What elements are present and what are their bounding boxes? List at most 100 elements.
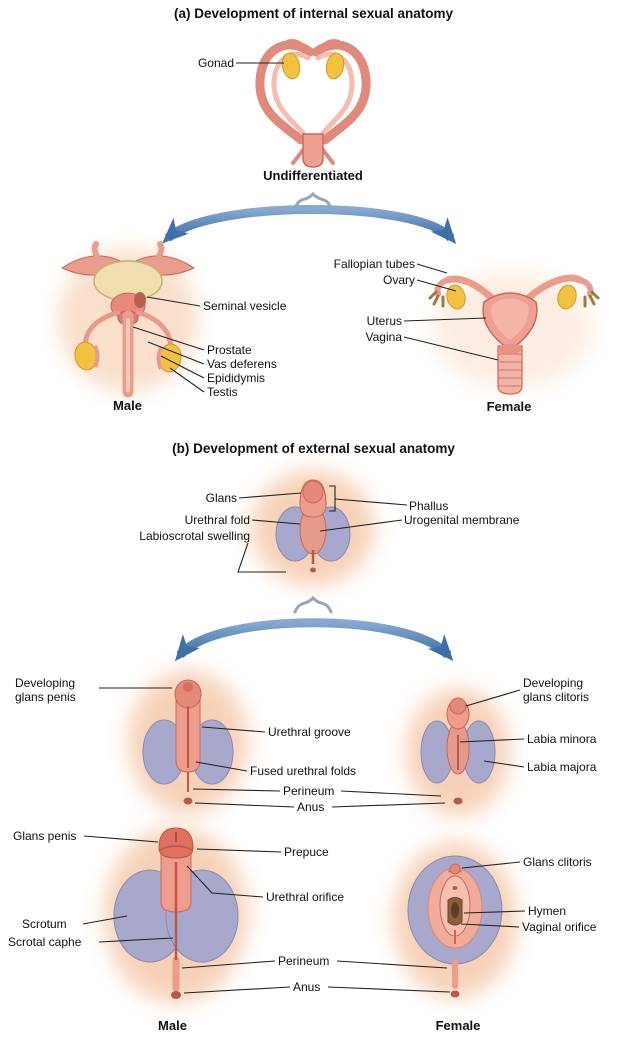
uterus-label: Uterus — [366, 314, 402, 328]
developing-glans-clitoris-leader — [465, 689, 521, 707]
female-caption-b: Female — [435, 1018, 481, 1033]
brace-a — [293, 191, 333, 210]
vas-deferens-leader — [147, 341, 205, 365]
glans-penis-leader — [83, 835, 159, 843]
undifferentiated-caption: Undifferentiated — [263, 168, 363, 183]
left-ovary — [446, 284, 466, 310]
fused-urethral-folds-leader — [195, 761, 248, 772]
urethral-opening-female — [452, 886, 458, 890]
perineum-mid-leader-right — [340, 790, 442, 797]
labia-majora-leader — [483, 760, 525, 768]
divergence-arrow-a — [162, 191, 457, 245]
hymen-leader — [463, 910, 526, 914]
labia-majora-label: Labia majora — [527, 760, 597, 774]
perineum-final-leader-right — [336, 960, 448, 969]
urethral-groove-label: Urethral groove — [268, 725, 351, 739]
male-caption-a: Male — [113, 398, 142, 413]
scrotal-raphe-label: Scrotal caphe — [8, 935, 82, 949]
leader-lines — [82, 62, 526, 994]
epididymis-leader — [160, 355, 205, 379]
developing-glans-penis-label: Developing glans penis — [15, 676, 76, 705]
male-caption-b: Male — [158, 1018, 187, 1033]
glans-leader — [238, 492, 302, 499]
vaginal-orifice-leader — [460, 923, 520, 928]
developing-glans-clitoris-shape — [449, 697, 467, 715]
anus-mid-leader-left — [194, 802, 295, 808]
seminal-vesicle-label: Seminal vesicle — [203, 299, 287, 313]
anus-final-label: Anus — [293, 980, 321, 994]
epididymis-left — [93, 345, 100, 368]
gonad-label: Gonad — [197, 56, 234, 70]
male-internal-art — [60, 241, 196, 398]
epididymis-label: Epididymis — [207, 371, 266, 385]
testis-label: Testis — [207, 385, 238, 399]
divergence-arrow-b — [174, 595, 454, 662]
phallus-leader — [334, 498, 408, 506]
seminal-vesicle-shape — [134, 292, 146, 308]
fallopian-tubes-label: Fallopian tubes — [333, 257, 415, 271]
urethral-groove-leader — [201, 726, 266, 733]
final-male-art — [113, 827, 239, 999]
hymen-label: Hymen — [528, 904, 567, 918]
ovary-leader — [416, 279, 457, 292]
final-female-art — [407, 855, 503, 998]
vaginal-orifice-label: Vaginal orifice — [522, 920, 597, 934]
fused-urethral-folds-label: Fused urethral folds — [250, 764, 357, 778]
intermediate-male-art — [142, 679, 234, 805]
right-ovary — [557, 284, 577, 310]
urethral-fold-leader — [251, 519, 301, 525]
labioscrotal-swelling-leader — [237, 542, 286, 573]
panel-a-title: (a) Development of internal sexual anato… — [173, 6, 454, 21]
scrotal-raphe-leader — [98, 937, 174, 943]
glans-clitoris-leader — [461, 861, 521, 869]
fallopian-tube-right — [520, 274, 584, 306]
prepuce-leader — [196, 848, 282, 853]
glans-clitoris-label: Glans clitoris — [523, 855, 592, 869]
epididymis-right — [156, 347, 163, 370]
seminal-vesicle-leader — [146, 296, 201, 307]
prostate-leader — [132, 326, 205, 351]
phallus-label: Phallus — [409, 499, 449, 513]
labia-minora-label: Labia minora — [527, 732, 597, 746]
ovary-label: Ovary — [382, 273, 415, 287]
intermediate-female-art — [420, 697, 496, 805]
anus-mid-leader-right — [331, 802, 446, 808]
perineum-final-leader-left — [181, 960, 276, 969]
anus-mid-label: Anus — [297, 800, 325, 814]
glans-penis-label: Glans penis — [13, 829, 77, 843]
perineum-final-label: Perineum — [278, 954, 330, 968]
testis-leader — [169, 367, 205, 393]
glans-clitoris-shape — [449, 863, 461, 875]
female-internal-art — [428, 274, 600, 395]
vaginal-orifice-shape — [451, 902, 459, 918]
labia-minora-leader — [459, 738, 525, 743]
perineum-mid-leader-left — [192, 788, 281, 792]
anus-final-leader-left — [183, 986, 291, 994]
urethral-fold-label: Urethral fold — [184, 513, 250, 527]
vagina-leader — [403, 336, 499, 361]
right-gonad — [325, 52, 345, 80]
anus-final-male — [171, 991, 181, 999]
panel-b-title: (b) Development of external sexual anato… — [172, 441, 455, 456]
vas-deferens-label: Vas deferens — [207, 357, 277, 371]
perineum-mid-label: Perineum — [283, 784, 335, 798]
urethral-orifice-label: Urethral orifice — [266, 890, 345, 904]
anus-final-female — [450, 990, 460, 998]
urogenital-membrane-label: Urogenital membrane — [404, 513, 520, 527]
glans-label: Glans — [205, 491, 237, 505]
glans-shape — [302, 480, 324, 504]
uterus-leader — [403, 317, 487, 322]
phallus-bracket — [329, 485, 336, 512]
labioscrotal-swelling-label: Labioscrotal swelling — [139, 529, 250, 543]
brace-b — [293, 595, 333, 614]
external-undifferentiated-art — [275, 479, 351, 573]
glans-penis-shape — [158, 827, 194, 859]
scrotum-leader — [82, 915, 128, 925]
undifferentiated-internal-art — [255, 39, 371, 168]
fallopian-tubes-leader — [416, 263, 448, 274]
anus-mid-female — [453, 797, 463, 805]
anus-final-leader-right — [327, 986, 451, 993]
prostate-label: Prostate — [207, 343, 252, 357]
